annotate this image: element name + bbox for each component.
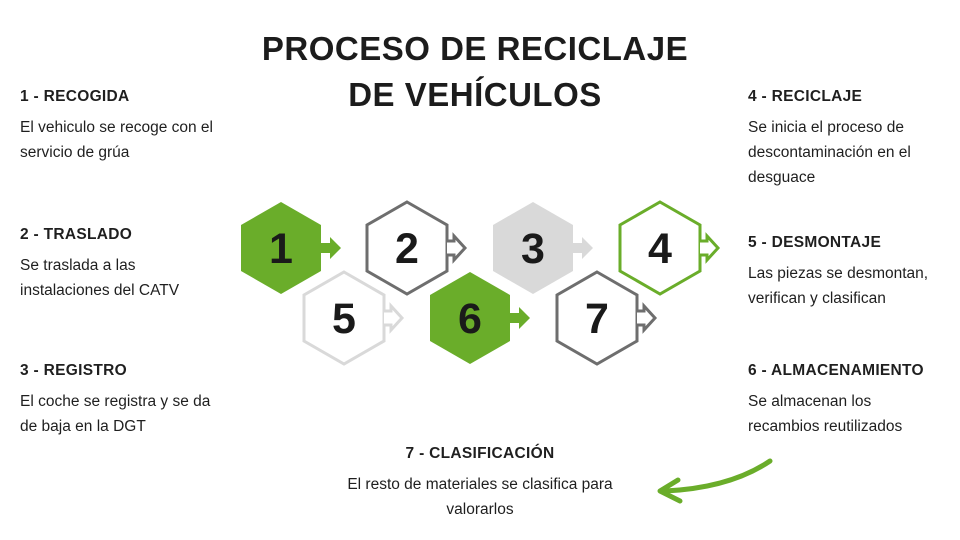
hexagon-shape	[365, 200, 449, 296]
hexagon-step-4: 4	[618, 200, 721, 296]
hexagon-number: 1	[269, 225, 293, 273]
step-title: 6 - ALMACENAMIENTO	[748, 362, 924, 379]
hexagon-step-6: 6	[430, 272, 530, 364]
arrow-right-icon	[320, 237, 341, 259]
step-3: 3 - REGISTRO El coche se registra y se da…	[20, 362, 250, 439]
step-title: 7 - CLASIFICACIÓN	[405, 445, 555, 462]
arrow-right-icon	[447, 232, 468, 264]
arrow-right-icon	[700, 232, 721, 264]
step-title: 1 - RECOGIDA	[20, 88, 130, 105]
hexagon-number: 6	[458, 295, 482, 343]
hexagon-number: 5	[332, 295, 356, 343]
title-line-1: PROCESO DE RECICLAJE	[261, 30, 689, 67]
step-title: 2 - TRASLADO	[20, 226, 133, 243]
arrow-right-icon	[384, 302, 405, 334]
hexagon-shape	[555, 270, 639, 366]
step-text: Se inicia el proceso de descontaminación…	[748, 119, 911, 186]
hexagon-number: 7	[585, 295, 609, 343]
hexagon-shape	[241, 202, 321, 294]
step-5: 5 - DESMONTAJE Las piezas se desmontan, v…	[748, 234, 960, 311]
hexagon-number: 3	[521, 225, 545, 273]
hexagon-step-7: 7	[555, 270, 658, 366]
step-text: Se traslada a las instalaciones del CATV	[20, 257, 180, 299]
step-text: Las piezas se desmontan, verifican y cla…	[748, 265, 929, 307]
hexagon-step-3: 3	[493, 202, 593, 294]
step-4: 4 - RECICLAJE Se inicia el proceso de des…	[748, 88, 960, 190]
hexagon-step-5: 5	[302, 270, 405, 366]
hexagon-number: 4	[648, 225, 672, 273]
step-title: 5 - DESMONTAJE	[748, 234, 882, 251]
step-2: 2 - TRASLADO Se traslada a las instalacio…	[20, 226, 250, 303]
hexagon-shape	[493, 202, 573, 294]
step-6: 6 - ALMACENAMIENTO Se almacenan los recam…	[748, 362, 960, 439]
arrow-right-icon	[572, 237, 593, 259]
hexagon-step-2: 2	[365, 200, 468, 296]
step-title: 3 - REGISTRO	[20, 362, 127, 379]
arrow-right-icon	[509, 307, 530, 329]
title-line-2: DE VEHÍCULOS	[348, 76, 602, 113]
step-1: 1 - RECOGIDA El vehiculo se recoge con el…	[20, 88, 250, 165]
step-7: 7 - CLASIFICACIÓN El resto de materiales …	[330, 445, 630, 522]
hexagon-shape	[430, 272, 510, 364]
curved-arrow-head	[657, 477, 683, 504]
step-title: 4 - RECICLAJE	[748, 88, 863, 105]
arrow-right-icon	[637, 302, 658, 334]
step-text: El vehiculo se recoge con el servicio de…	[20, 119, 214, 161]
page-title: PROCESO DE RECICLAJE DE VEHÍCULOS	[230, 26, 720, 118]
step-text: Se almacenan los recambios reutilizados	[748, 393, 903, 435]
hexagon-step-1: 1	[241, 202, 341, 294]
curved-arrow-icon	[662, 458, 773, 494]
hexagon-shape	[618, 200, 702, 296]
step-text: El coche se registra y se da de baja en …	[20, 393, 211, 435]
hexagon-number: 2	[395, 225, 419, 273]
hexagon-shape	[302, 270, 386, 366]
step-text: El resto de materiales se clasifica para…	[347, 476, 613, 518]
